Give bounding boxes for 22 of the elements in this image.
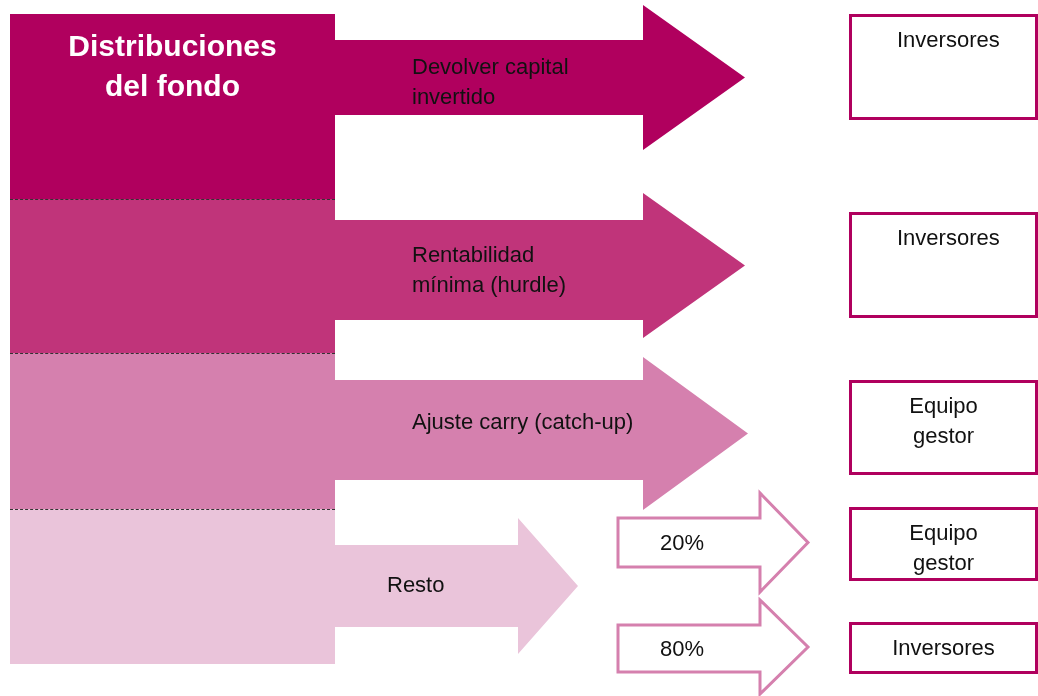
recipient-box: Inversores <box>849 212 1038 318</box>
band-heading: Distribuciones del fondo <box>67 28 278 104</box>
outlined-arrow <box>616 596 811 696</box>
block-arrow <box>335 357 748 510</box>
edge-label: Ajuste carry (catch-up) <box>412 408 634 436</box>
recipient-box: Inversores <box>849 14 1038 120</box>
edge-label: Rentabilidad mínima (hurdle) <box>412 241 568 299</box>
band <box>10 353 335 509</box>
arrow-text: Resto <box>387 571 445 599</box>
edge-label: 20% <box>660 529 705 557</box>
block-arrow <box>335 518 578 654</box>
recipient-box: Inversores <box>849 622 1038 674</box>
outlined-arrow <box>616 489 811 596</box>
block-arrow <box>335 5 745 150</box>
recipient-box: Equipo gestor <box>849 380 1038 475</box>
heading-band <box>10 14 335 199</box>
block-arrow <box>335 193 745 338</box>
edge-label: Devolver capital invertido <box>412 53 570 111</box>
band <box>10 509 335 664</box>
recipient-box: Equipo gestor <box>849 507 1038 581</box>
edge-label: 80% <box>660 635 705 663</box>
band <box>10 199 335 353</box>
